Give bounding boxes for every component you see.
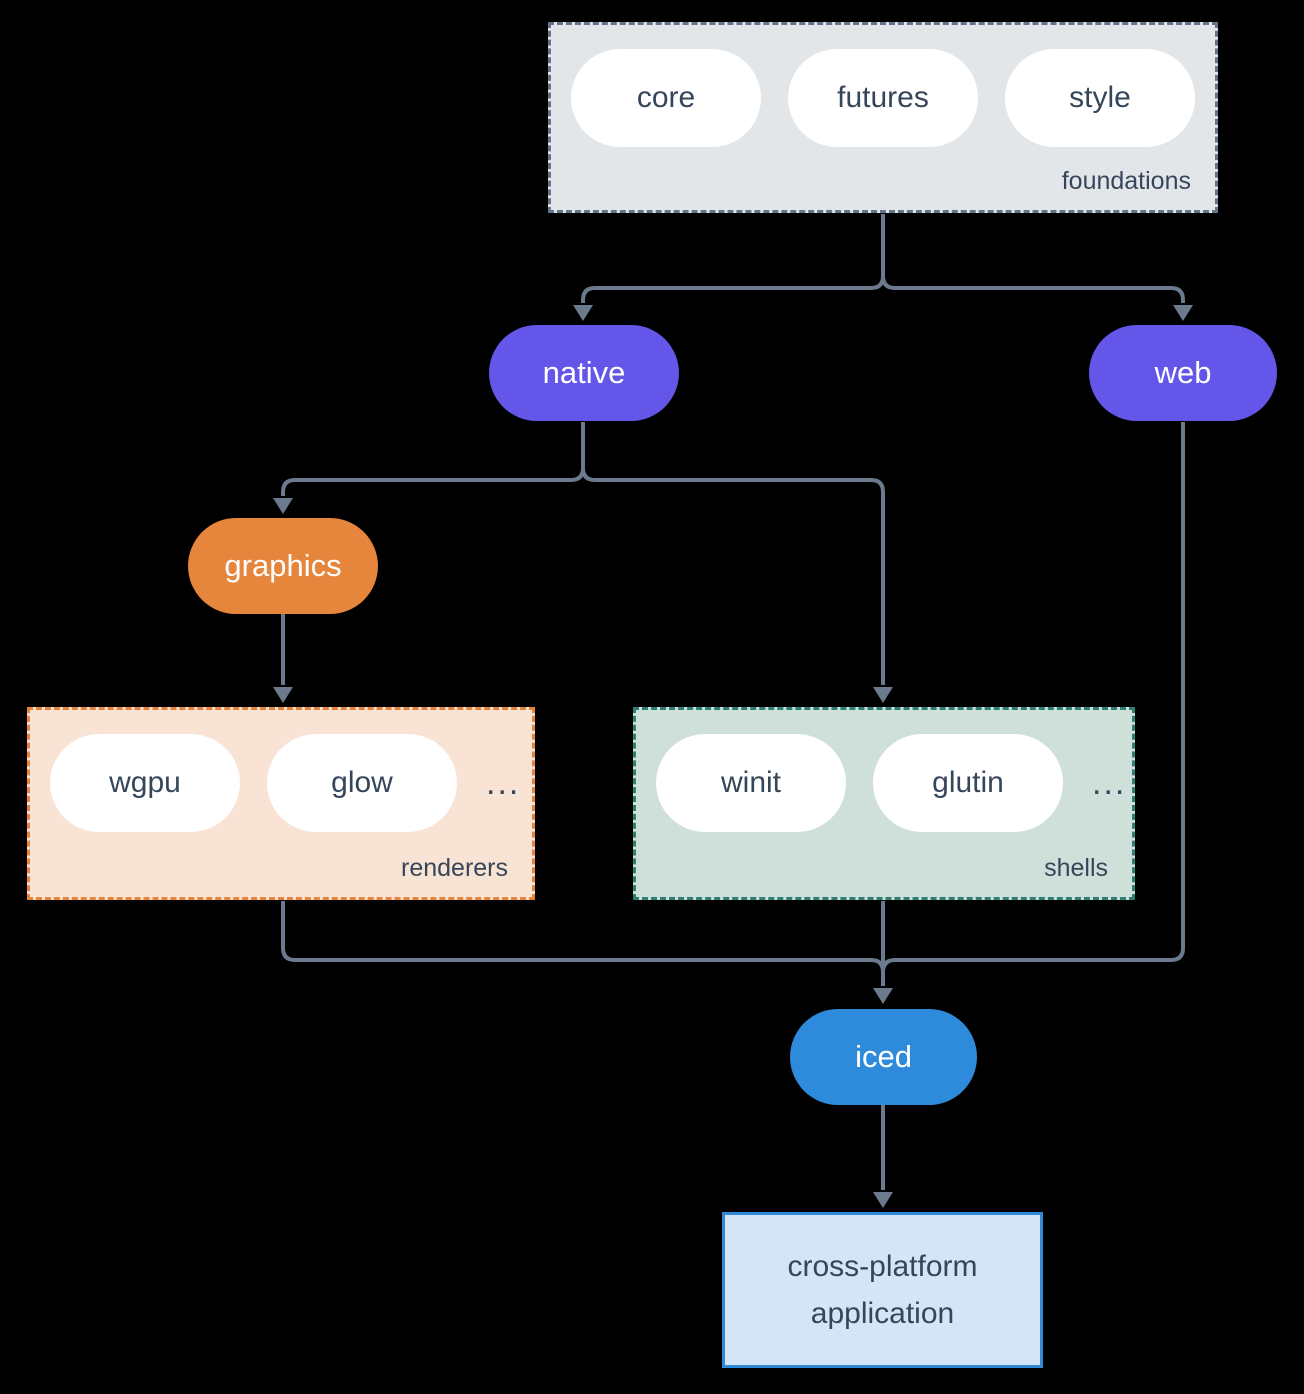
shells-pill-row: winit glutin ... <box>636 710 1132 832</box>
shells-ellipsis: ... <box>1092 763 1127 802</box>
arrowhead-iced <box>873 988 893 1004</box>
arrowhead-application <box>873 1192 893 1208</box>
node-web: web <box>1089 325 1277 421</box>
node-futures-label: futures <box>837 81 929 114</box>
node-web-label: web <box>1154 355 1212 390</box>
node-iced-label: iced <box>855 1039 912 1074</box>
foundations-group: core futures style foundations <box>548 22 1218 213</box>
node-style: style <box>1005 49 1195 147</box>
node-application-line2: application <box>810 1297 955 1330</box>
node-core-label: core <box>636 81 696 114</box>
node-graphics: graphics <box>188 518 378 614</box>
node-iced: iced <box>790 1009 977 1105</box>
arrowhead-graphics <box>273 498 293 514</box>
node-winit-label: winit <box>720 766 781 799</box>
connector-native-shells <box>581 422 885 685</box>
arrowhead-native <box>573 305 593 321</box>
connector-foundations-native <box>581 214 885 303</box>
foundations-group-label: foundations <box>1061 167 1191 195</box>
arrowhead-web <box>1173 305 1193 321</box>
foundations-pill-row: core futures style <box>551 25 1215 147</box>
node-glutin-label: glutin <box>932 766 1004 799</box>
renderers-pill-row: wgpu glow ... <box>30 710 532 832</box>
shells-group: winit glutin ... shells <box>633 707 1135 900</box>
node-glow-label: glow <box>331 766 393 799</box>
node-graphics-label: graphics <box>224 548 342 583</box>
renderers-group-label: renderers <box>401 854 508 882</box>
node-glow: glow <box>267 734 457 832</box>
node-wgpu-label: wgpu <box>109 766 181 799</box>
arrowhead-renderers <box>273 687 293 703</box>
arrowhead-shells <box>873 687 893 703</box>
connector-renderers-iced <box>281 901 885 986</box>
node-native-label: native <box>542 355 626 390</box>
shells-group-label: shells <box>1044 854 1108 882</box>
node-application-line1: cross-platform <box>787 1250 978 1283</box>
node-native: native <box>489 325 679 421</box>
node-wgpu: wgpu <box>50 734 240 832</box>
node-application: cross-platform application <box>722 1212 1043 1368</box>
node-futures: futures <box>788 49 978 147</box>
connector-foundations-web <box>881 214 1185 303</box>
node-winit: winit <box>656 734 846 832</box>
node-style-label: style <box>1069 81 1131 114</box>
connector-native-graphics <box>281 422 585 496</box>
renderers-group: wgpu glow ... renderers <box>27 707 535 900</box>
node-glutin: glutin <box>873 734 1063 832</box>
renderers-ellipsis: ... <box>486 763 521 802</box>
node-core: core <box>571 49 761 147</box>
